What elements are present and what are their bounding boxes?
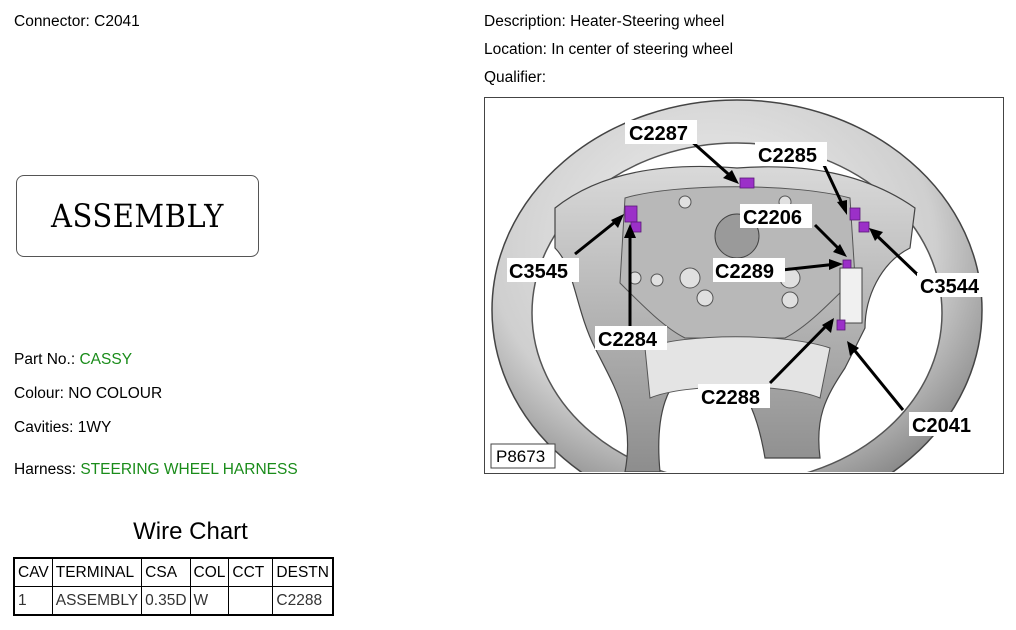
steering-wheel-illustration: C2287 C2285 C2206 C3545 C2289 C3544 C228… bbox=[490, 99, 989, 472]
callout-c2285: C2285 bbox=[758, 145, 817, 167]
harness-link[interactable]: STEERING WHEEL HARNESS bbox=[80, 461, 298, 478]
cell-csa: 0.35D bbox=[141, 586, 191, 616]
cell-col: W bbox=[189, 586, 230, 616]
cell-cct bbox=[228, 586, 274, 616]
col-csa: CSA bbox=[141, 557, 191, 587]
callout-c2288: C2288 bbox=[701, 387, 760, 409]
callout-c2289: C2289 bbox=[715, 261, 774, 283]
assembly-image: ASSEMBLY bbox=[16, 175, 259, 257]
callout-c3545: C3545 bbox=[509, 261, 568, 283]
table-row: 1 ASSEMBLY 0.35D W C2288 bbox=[13, 586, 334, 616]
steering-wheel-diagram: C2287 C2285 C2206 C3545 C2289 C3544 C228… bbox=[484, 97, 1004, 474]
qualifier: Qualifier: bbox=[484, 69, 547, 86]
part-number-label: Part No.: bbox=[14, 351, 76, 368]
callout-c2206: C2206 bbox=[743, 207, 802, 229]
callout-c2041: C2041 bbox=[912, 415, 971, 437]
description: Description: Heater-Steering wheel bbox=[484, 13, 725, 30]
figure-code: P8673 bbox=[496, 447, 545, 466]
harness-label: Harness: bbox=[14, 461, 77, 478]
connector-id: Connector: C2041 bbox=[14, 13, 140, 30]
cell-destn[interactable]: C2288 bbox=[272, 586, 334, 616]
wire-chart-table: CAV TERMINAL CSA COL CCT DESTN 1 ASSEMBL… bbox=[13, 557, 334, 616]
location: Location: In center of steering wheel bbox=[484, 41, 734, 58]
cell-cav: 1 bbox=[13, 586, 53, 616]
col-cav: CAV bbox=[13, 557, 53, 587]
harness: Harness: STEERING WHEEL HARNESS bbox=[14, 461, 298, 479]
assembly-label: ASSEMBLY bbox=[51, 197, 224, 235]
cell-terminal: ASSEMBLY bbox=[51, 586, 143, 616]
table-header-row: CAV TERMINAL CSA COL CCT DESTN bbox=[13, 557, 334, 587]
cavities: Cavities: 1WY bbox=[14, 419, 112, 436]
part-number-link[interactable]: CASSY bbox=[79, 351, 133, 368]
col-cct: CCT bbox=[228, 557, 274, 587]
col-destn: DESTN bbox=[272, 557, 334, 587]
callout-c2287: C2287 bbox=[629, 123, 688, 145]
colour: Colour: NO COLOUR bbox=[14, 385, 163, 402]
col-col: COL bbox=[189, 557, 230, 587]
wire-chart-title: Wire Chart bbox=[133, 518, 248, 545]
callout-c3544: C3544 bbox=[920, 276, 980, 298]
callout-c2284: C2284 bbox=[598, 329, 658, 351]
part-number: Part No.: CASSY bbox=[14, 351, 132, 369]
col-terminal: TERMINAL bbox=[51, 557, 143, 587]
